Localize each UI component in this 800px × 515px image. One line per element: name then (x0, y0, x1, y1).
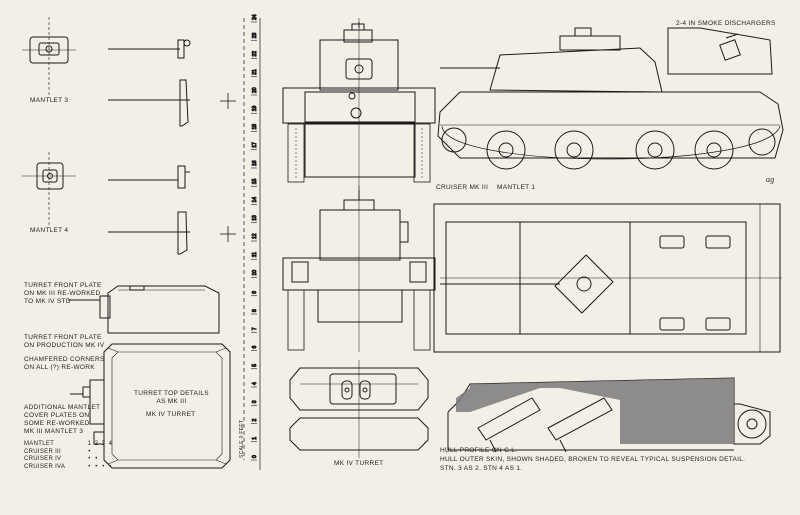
plan-view-tank (433, 203, 782, 353)
chamfered-corners-label: CHAMFERED CORNERS ON ALL (?) RE-WORK (24, 356, 105, 371)
hull-shaded-skin-lower (456, 388, 540, 412)
scale-tick-label: 0 (252, 455, 258, 458)
scale-tick-label: 15 (252, 178, 258, 184)
mantlet-table-header: MANTLET 1 2 3 4 (24, 441, 114, 449)
mantlet-table-cell (100, 449, 107, 457)
turret-top-view (70, 343, 231, 469)
mantlet-table-header-cell: 1 (87, 441, 92, 447)
side-view-tank (437, 27, 784, 170)
mantlet-table-cell: • (88, 448, 91, 455)
mantlet-table-cell: CRUISER IVA (24, 463, 66, 470)
scale-tick-label: 13 (252, 215, 258, 221)
mantlet3-side-view (108, 79, 190, 127)
mantlet-table-cell: • (95, 456, 98, 462)
mantlet-table-cell: CRUISER III (24, 448, 61, 455)
scale-tick-label: 22 (252, 51, 258, 57)
mantlet3-top-view (108, 39, 191, 59)
mantlet4-side-view (108, 211, 190, 255)
scale-tick-label: 5 (252, 364, 258, 367)
scale-tick-label: 6 (252, 346, 258, 349)
scale-tick-label: 7 (252, 327, 258, 330)
scale-tick-label: 1 (252, 437, 258, 440)
mantlet-table: MANTLET 1 2 3 4 CRUISER III • CRUISER IV… (24, 441, 114, 471)
mantlet-table-header-cell: MANTLET (24, 441, 55, 447)
front-view-upper (282, 18, 436, 190)
scale-tick-label: 14 (252, 197, 258, 203)
turret-front-production-label: TURRET FRONT PLATE ON PRODUCTION MK IV (24, 334, 105, 349)
mk4-turret-caption: MK IV TURRET (334, 460, 384, 467)
turret-front-reworked-label: TURRET FRONT PLATE ON MK III RE-WORKED T… (24, 282, 102, 305)
turret-top-details-label: TURRET TOP DETAILS AS MK III (134, 390, 209, 405)
mantlet-table-row: CRUISER III • (24, 449, 114, 457)
hull-notes: HULL PROFILE ON C.L. HULL OUTER SKIN, SH… (440, 447, 746, 472)
scale-tick-label: 18 (252, 124, 258, 130)
mantlet-table-row: CRUISER IV • • (24, 456, 114, 464)
mantlet-table-cell: • (95, 463, 98, 470)
mantlet1-label: MANTLET 1 (497, 184, 536, 191)
mantlet-table-header-cell: 2 (94, 441, 99, 447)
mantlet-table-header-cell: 3 (101, 441, 106, 447)
mantlet4-top-view (108, 165, 190, 189)
mantlet-table-cell (107, 449, 114, 457)
registration-marks (220, 93, 236, 242)
scale-tick-label: 17 (252, 142, 258, 148)
mk4-turret-inner-label: MK IV TURRET (146, 411, 196, 418)
mantlet-table-cell: CRUISER IV (24, 456, 62, 462)
suspension-arms (477, 397, 613, 453)
scale-tick-label: 19 (252, 105, 258, 111)
hull-shaded-skin (470, 378, 734, 444)
mantlet-table-cell (100, 456, 107, 464)
scale-tick-label: 24 (252, 14, 258, 20)
scale-tick-label: 2 (252, 419, 258, 422)
center-rule (243, 18, 261, 470)
mantlet-table-row: CRUISER IVA • • • • (24, 464, 114, 472)
mantlet-table-cell: • (88, 463, 91, 470)
mantlet-table-cell: • (109, 463, 112, 470)
additional-mantlet-label: ADDITIONAL MANTLET COVER PLATES ON SOME … (24, 404, 101, 435)
scale-tick-label: 23 (252, 32, 258, 38)
mantlet-table-cell: • (88, 456, 91, 462)
scale-tick-label: 11 (252, 252, 258, 257)
mantlet-table-cell (93, 449, 100, 457)
mantlet4-label: MANTLET 4 (30, 227, 69, 234)
scale-tick-label: 16 (252, 160, 258, 166)
scale-tick-label: 20 (252, 87, 258, 93)
scale-tick-label: 9 (252, 291, 258, 294)
smoke-discharger-inset (667, 27, 773, 75)
mk4-turret-front-view (289, 360, 429, 458)
mantlet-table-header-cell: 4 (108, 441, 113, 447)
scale-tick-label: 21 (252, 69, 258, 75)
scale-tick-label: 4 (252, 382, 258, 385)
turret-side-view (68, 285, 220, 334)
mantlet3-front-view (22, 17, 76, 98)
scale-tick-label: 3 (252, 400, 258, 403)
scale-tick-label: 10 (252, 270, 258, 276)
mantlet-table-cell (107, 456, 114, 464)
mantlet4-front-view (22, 152, 76, 228)
mantlet-table-cell: • (102, 463, 105, 470)
cruiser-mk3-label: CRUISER MK III (436, 184, 489, 191)
mantlet3-label: MANTLET 3 (30, 97, 69, 104)
artist-initials: ag (766, 175, 775, 184)
scale-tick-label: 8 (252, 309, 258, 312)
scale-tick-label: 12 (252, 233, 258, 239)
rear-view (282, 185, 436, 352)
scale-caption: Scale 0 Feet (239, 419, 245, 458)
smoke-dischargers-label: 2-4 IN SMOKE DISCHARGERS (676, 20, 776, 27)
